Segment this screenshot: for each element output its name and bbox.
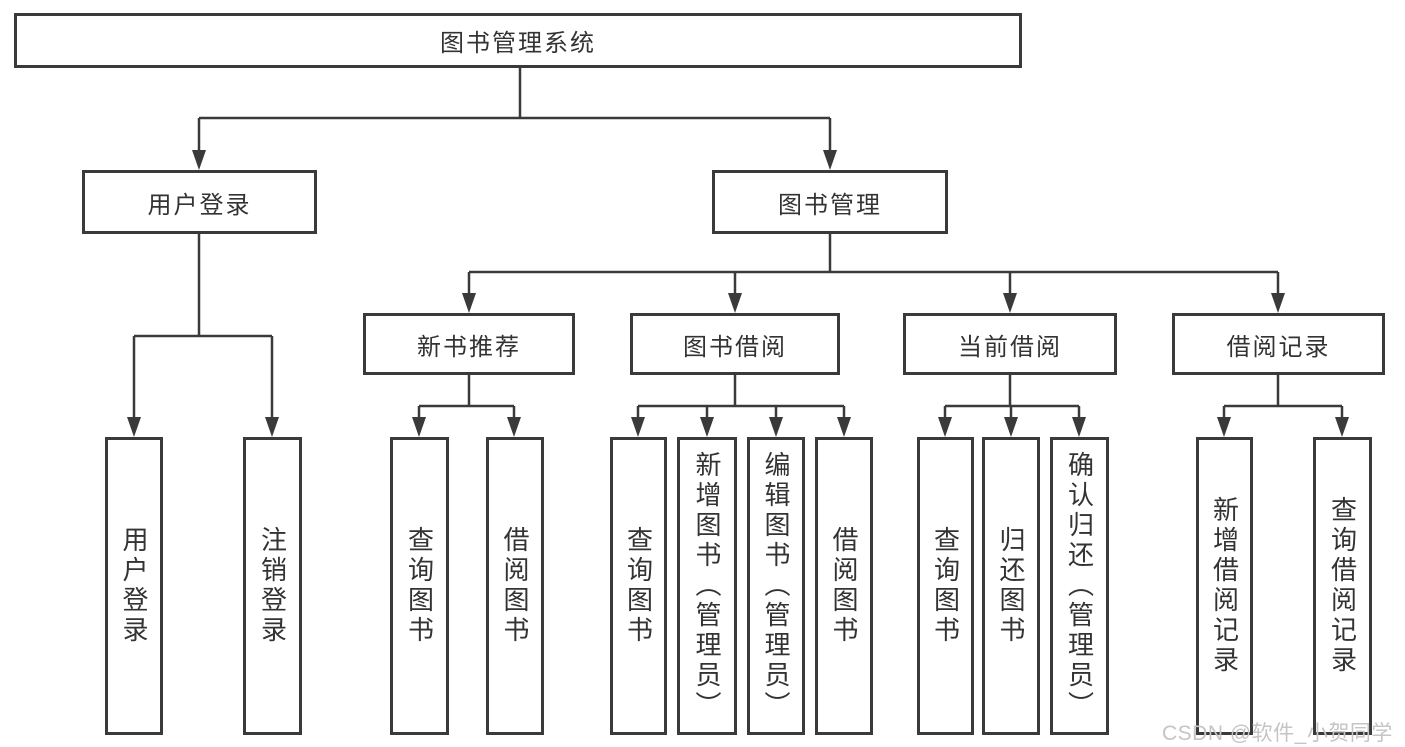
csdn-watermark: CSDN @软件_小贺同学 xyxy=(1162,722,1393,745)
node-book-management: 图书管理 xyxy=(712,170,948,234)
leaf-label: 编辑图书（管理员） xyxy=(761,451,791,721)
leaf-label: 注销登录 xyxy=(257,526,288,646)
leaf-borrow-add-books-admin: 新增图书（管理员） xyxy=(677,437,737,735)
node-new-book-recommend: 新书推荐 xyxy=(363,313,575,375)
leaf-current-query-books: 查询图书 xyxy=(917,437,974,735)
leaf-label: 归还图书 xyxy=(996,526,1026,646)
leaf-user-login: 用户登录 xyxy=(105,437,163,735)
leaf-label: 用户登录 xyxy=(119,526,149,646)
node-book-borrow: 图书借阅 xyxy=(630,313,840,375)
node-label: 图书管理 xyxy=(778,191,882,219)
leaf-current-confirm-return-admin: 确认归还（管理员） xyxy=(1050,437,1109,735)
node-label: 用户登录 xyxy=(147,191,252,219)
leaf-records-query-record: 查询借阅记录 xyxy=(1313,437,1372,735)
leaf-label: 新增图书（管理员） xyxy=(692,451,722,721)
leaf-logout: 注销登录 xyxy=(243,437,302,735)
node-label: 当前借阅 xyxy=(958,333,1062,361)
node-label: 新书推荐 xyxy=(417,333,521,361)
leaf-label: 查询借阅记录 xyxy=(1327,496,1358,676)
leaf-label: 查询图书 xyxy=(623,526,654,646)
leaf-borrow-query-books: 查询图书 xyxy=(610,437,667,735)
leaf-borrow-borrow-books: 借阅图书 xyxy=(815,437,873,735)
node-current-borrow: 当前借阅 xyxy=(903,313,1117,375)
leaf-records-add-record: 新增借阅记录 xyxy=(1196,437,1253,735)
leaf-label: 确认归还（管理员） xyxy=(1064,451,1095,721)
leaf-label: 查询图书 xyxy=(404,526,435,646)
node-borrow-records: 借阅记录 xyxy=(1172,313,1385,375)
leaf-recommend-borrow-books: 借阅图书 xyxy=(486,437,544,735)
node-label: 图书管理系统 xyxy=(440,30,596,57)
leaf-label: 查询图书 xyxy=(930,526,961,646)
node-label: 借阅记录 xyxy=(1226,333,1331,361)
leaf-label: 新增借阅记录 xyxy=(1209,496,1240,676)
leaf-label: 借阅图书 xyxy=(829,526,859,646)
leaf-borrow-edit-books-admin: 编辑图书（管理员） xyxy=(747,437,805,735)
node-label: 图书借阅 xyxy=(683,333,787,361)
node-user-login: 用户登录 xyxy=(82,170,317,234)
leaf-current-return-books: 归还图书 xyxy=(982,437,1040,735)
node-library-system: 图书管理系统 xyxy=(14,13,1022,68)
leaf-label: 借阅图书 xyxy=(500,526,530,646)
leaf-recommend-query-books: 查询图书 xyxy=(390,437,449,735)
